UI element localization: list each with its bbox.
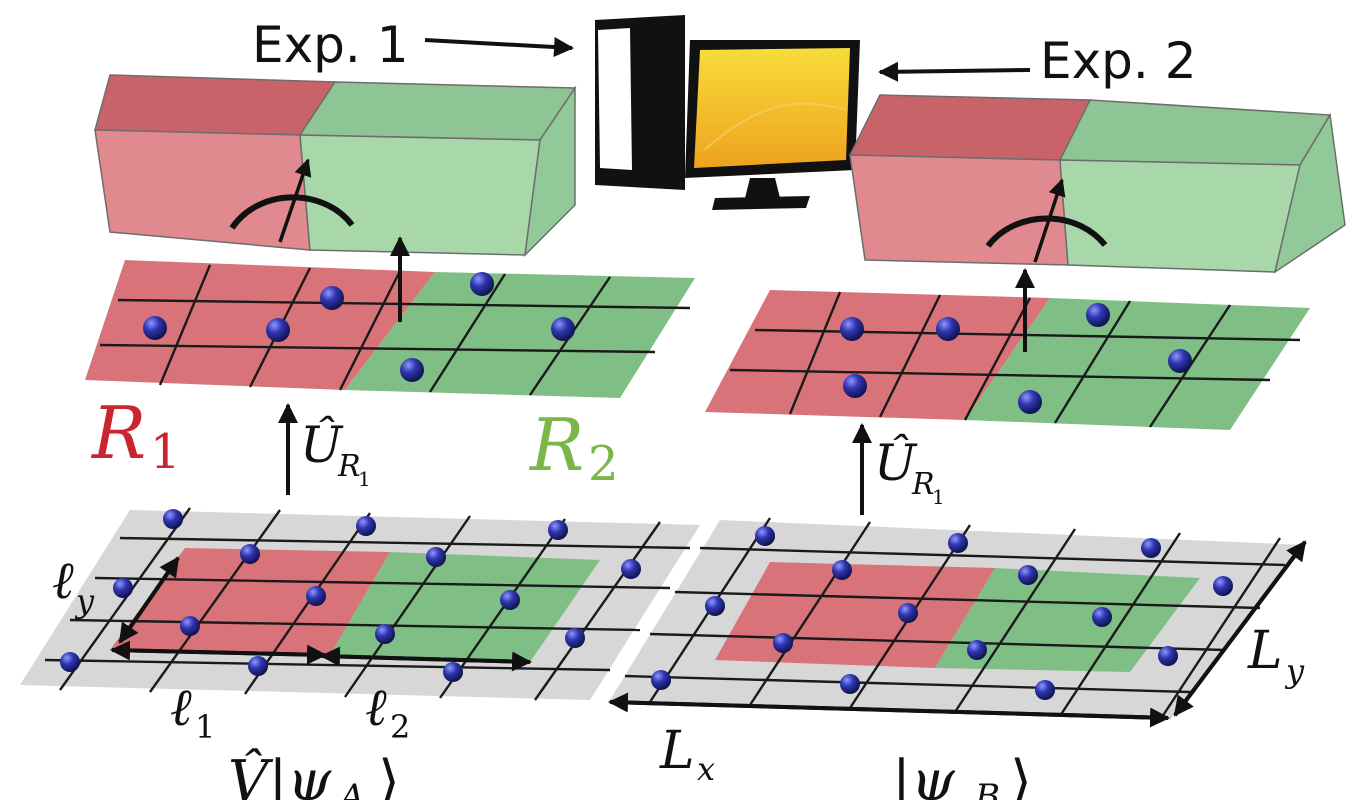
particle bbox=[470, 272, 494, 296]
state-b-label: |ψ bbox=[892, 749, 956, 800]
particle bbox=[840, 317, 864, 341]
particle bbox=[113, 578, 133, 598]
ly-label: ℓ bbox=[52, 551, 74, 611]
particle bbox=[548, 520, 568, 540]
particle bbox=[843, 374, 867, 398]
particle bbox=[948, 533, 968, 553]
particle bbox=[163, 509, 183, 529]
lattice-right bbox=[610, 517, 1305, 721]
particle bbox=[1092, 607, 1112, 627]
unitary-left-subscript: R bbox=[337, 449, 361, 484]
region-1-label: R bbox=[90, 391, 146, 475]
l1-label: ℓ bbox=[170, 678, 192, 738]
particle bbox=[832, 560, 852, 580]
particle bbox=[240, 544, 260, 564]
lattice-left bbox=[20, 507, 700, 701]
l2-arrow-left bbox=[320, 646, 531, 667]
l1-arrow-left bbox=[110, 640, 326, 661]
particle bbox=[1168, 349, 1192, 373]
particle bbox=[705, 596, 725, 616]
particle bbox=[375, 624, 395, 644]
exp2-arrow bbox=[878, 61, 1031, 82]
unitary-right-label: Û bbox=[874, 433, 918, 492]
Ly-subscript: y bbox=[1284, 652, 1305, 690]
measurement-meter-icon bbox=[985, 178, 1108, 263]
region-1-subscript: 1 bbox=[150, 424, 181, 480]
particle bbox=[180, 616, 200, 636]
detector-box-left bbox=[94, 74, 577, 258]
computer-icon bbox=[595, 15, 860, 210]
particle bbox=[1018, 390, 1042, 414]
particle bbox=[60, 652, 80, 672]
exp1-label: Exp. 1 bbox=[252, 16, 409, 74]
measurement-meter-icon bbox=[229, 158, 355, 243]
particle bbox=[936, 317, 960, 341]
detector-box-right bbox=[848, 94, 1346, 274]
unitary-left-label: Û bbox=[300, 415, 344, 474]
Lx-subscript: x bbox=[697, 750, 715, 788]
particle bbox=[565, 628, 585, 648]
rotated-plane-left bbox=[85, 260, 695, 398]
Ly-arrow-down bbox=[1173, 540, 1307, 717]
particle bbox=[248, 656, 268, 676]
state-b-ket-close: ⟩ bbox=[1010, 749, 1032, 800]
region-2-subscript: 2 bbox=[588, 436, 619, 492]
particles bbox=[60, 272, 1233, 700]
exp1-arrow bbox=[424, 37, 574, 58]
unitary-right-subscript: R bbox=[911, 467, 935, 502]
particle bbox=[621, 559, 641, 579]
Ly-label: L bbox=[1247, 621, 1283, 681]
particle bbox=[773, 633, 793, 653]
particle bbox=[1035, 680, 1055, 700]
state-a-subscript: A bbox=[337, 777, 365, 800]
unitary-left-subsubscript: 1 bbox=[358, 467, 371, 491]
particle bbox=[356, 516, 376, 536]
particle bbox=[143, 316, 167, 340]
particle bbox=[1213, 576, 1233, 596]
particle bbox=[551, 317, 575, 341]
ly-subscript: y bbox=[74, 582, 95, 620]
ly-arrow-down bbox=[118, 556, 180, 644]
particle bbox=[1086, 303, 1110, 327]
particle bbox=[266, 318, 290, 342]
state-a-ket-close: ⟩ bbox=[378, 749, 400, 800]
particle bbox=[400, 358, 424, 382]
particle bbox=[755, 526, 775, 546]
particle bbox=[651, 670, 671, 690]
exp2-label: Exp. 2 bbox=[1040, 32, 1197, 90]
state-a-label: V̂|ψ bbox=[228, 747, 332, 800]
rotated-plane-right bbox=[705, 290, 1310, 430]
particle bbox=[1018, 565, 1038, 585]
particle bbox=[426, 547, 446, 567]
state-b-subscript: B bbox=[974, 777, 1000, 800]
l2-subscript: 2 bbox=[390, 708, 410, 746]
particle bbox=[1141, 538, 1161, 558]
l1-subscript: 1 bbox=[195, 708, 215, 746]
l2-label: ℓ bbox=[365, 678, 387, 738]
unitary-right-subsubscript: 1 bbox=[932, 485, 945, 509]
particle bbox=[1158, 646, 1178, 666]
Lx-arrow-left bbox=[608, 692, 1169, 720]
particle bbox=[306, 586, 326, 606]
particle bbox=[443, 662, 463, 682]
particle bbox=[898, 603, 918, 623]
Lx-label: L bbox=[659, 721, 695, 781]
particle bbox=[967, 640, 987, 660]
particle bbox=[840, 674, 860, 694]
particle bbox=[500, 590, 520, 610]
particle bbox=[320, 286, 344, 310]
region-2-label: R bbox=[528, 403, 584, 487]
